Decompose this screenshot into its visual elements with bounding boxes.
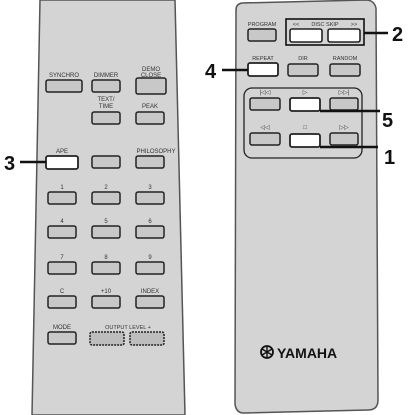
num-8-button[interactable] [91, 261, 121, 275]
disc-skip-forward-button[interactable] [327, 28, 361, 43]
mode-label: MODE [53, 325, 71, 331]
callout-4-number: 4 [205, 61, 217, 83]
ape-button-highlighted[interactable] [45, 155, 79, 170]
synchro-label: SYNCHRO [49, 73, 79, 79]
num-6-label: 6 [148, 219, 152, 225]
num-1-button[interactable] [47, 191, 77, 205]
synchro-button[interactable] [45, 79, 83, 93]
num-7-label: 7 [60, 255, 64, 261]
repeat-button-highlighted[interactable] [247, 62, 279, 77]
callout-5-number: 5 [382, 110, 393, 132]
stop-icon: □ [303, 125, 307, 131]
index-label: INDEX [141, 289, 159, 295]
dir-label: DIR [298, 56, 308, 62]
dimmer-button[interactable] [91, 79, 121, 93]
peak-button[interactable] [135, 111, 165, 125]
num-9-button[interactable] [135, 261, 165, 275]
yamaha-logo: YAMAHA [260, 345, 337, 361]
callout-1-number: 1 [384, 147, 395, 169]
output-level-down-button[interactable] [89, 331, 125, 346]
num-4-button[interactable] [47, 225, 77, 239]
plus10-label: +10 [101, 289, 112, 295]
disc-skip-a-label: << [293, 22, 299, 28]
dir-button[interactable] [287, 63, 319, 77]
num-5-button[interactable] [91, 225, 121, 239]
num-2-button[interactable] [91, 191, 121, 205]
num-3-label: 3 [148, 185, 152, 191]
stop-button-highlighted[interactable] [289, 133, 321, 148]
fast-forward-icon: ▷▷ [339, 125, 349, 131]
philosophy-label: PHILOSOPHY [136, 149, 175, 155]
num-1-label: 1 [60, 185, 64, 191]
clear-button[interactable] [47, 295, 77, 309]
text-time-label: TEXT/ [97, 97, 114, 103]
output-level-label: OUTPUT LEVEL + [105, 325, 151, 331]
plus10-button[interactable] [91, 295, 121, 309]
disc-skip-back-button[interactable] [289, 28, 323, 43]
callout-2-number: 2 [392, 24, 403, 46]
disc-skip-b-label: >> [351, 22, 357, 28]
philosophy-button[interactable] [135, 155, 165, 169]
transport-frame [243, 87, 363, 159]
num-5-label: 5 [104, 219, 108, 225]
rewind-button[interactable] [249, 132, 281, 146]
demo-close-button[interactable] [135, 77, 167, 95]
yamaha-emblem-forks [261, 346, 273, 358]
left-remote-body [31, 0, 186, 415]
yamaha-logo-text: YAMAHA [277, 345, 337, 361]
disc-skip-label: DISC SKIP [311, 22, 339, 28]
next-button[interactable] [329, 97, 359, 111]
num-8-label: 8 [104, 255, 108, 261]
num-4-label: 4 [60, 219, 64, 225]
next-icon: ▷▷| [339, 90, 350, 96]
blank-button[interactable] [91, 155, 121, 169]
demo-close-label-2: CLOSE [141, 73, 161, 79]
demo-close-label: DEMO [142, 67, 160, 73]
number-pad: 1 2 3 4 5 6 7 8 9 C +10 INDEX [47, 185, 165, 309]
mode-button[interactable] [47, 331, 77, 345]
dimmer-label: DIMMER [94, 73, 119, 79]
peak-label: PEAK [142, 104, 158, 110]
program-label: PROGRAM [248, 22, 277, 28]
num-7-button[interactable] [47, 261, 77, 275]
rewind-icon: ◁◁ [260, 125, 270, 131]
num-3-button[interactable] [135, 191, 165, 205]
repeat-label: REPEAT [252, 56, 274, 62]
program-button[interactable] [247, 28, 277, 42]
num-6-button[interactable] [135, 225, 165, 239]
index-button[interactable] [135, 295, 165, 309]
play-icon: ▷ [303, 90, 308, 96]
num-9-label: 9 [148, 255, 152, 261]
ape-label: APE [56, 149, 68, 155]
text-time-label-2: TIME [99, 104, 113, 110]
play-button-highlighted[interactable] [289, 97, 321, 112]
num-2-label: 2 [104, 185, 108, 191]
random-label: RANDOM [333, 56, 358, 62]
text-time-button[interactable] [91, 111, 121, 125]
random-button[interactable] [329, 63, 361, 77]
clear-label: C [60, 289, 65, 295]
previous-button[interactable] [249, 97, 281, 111]
fast-forward-button[interactable] [329, 132, 359, 146]
callout-3-number: 3 [4, 153, 15, 175]
output-level-up-button[interactable] [129, 331, 165, 346]
previous-icon: |◁◁ [260, 90, 271, 96]
